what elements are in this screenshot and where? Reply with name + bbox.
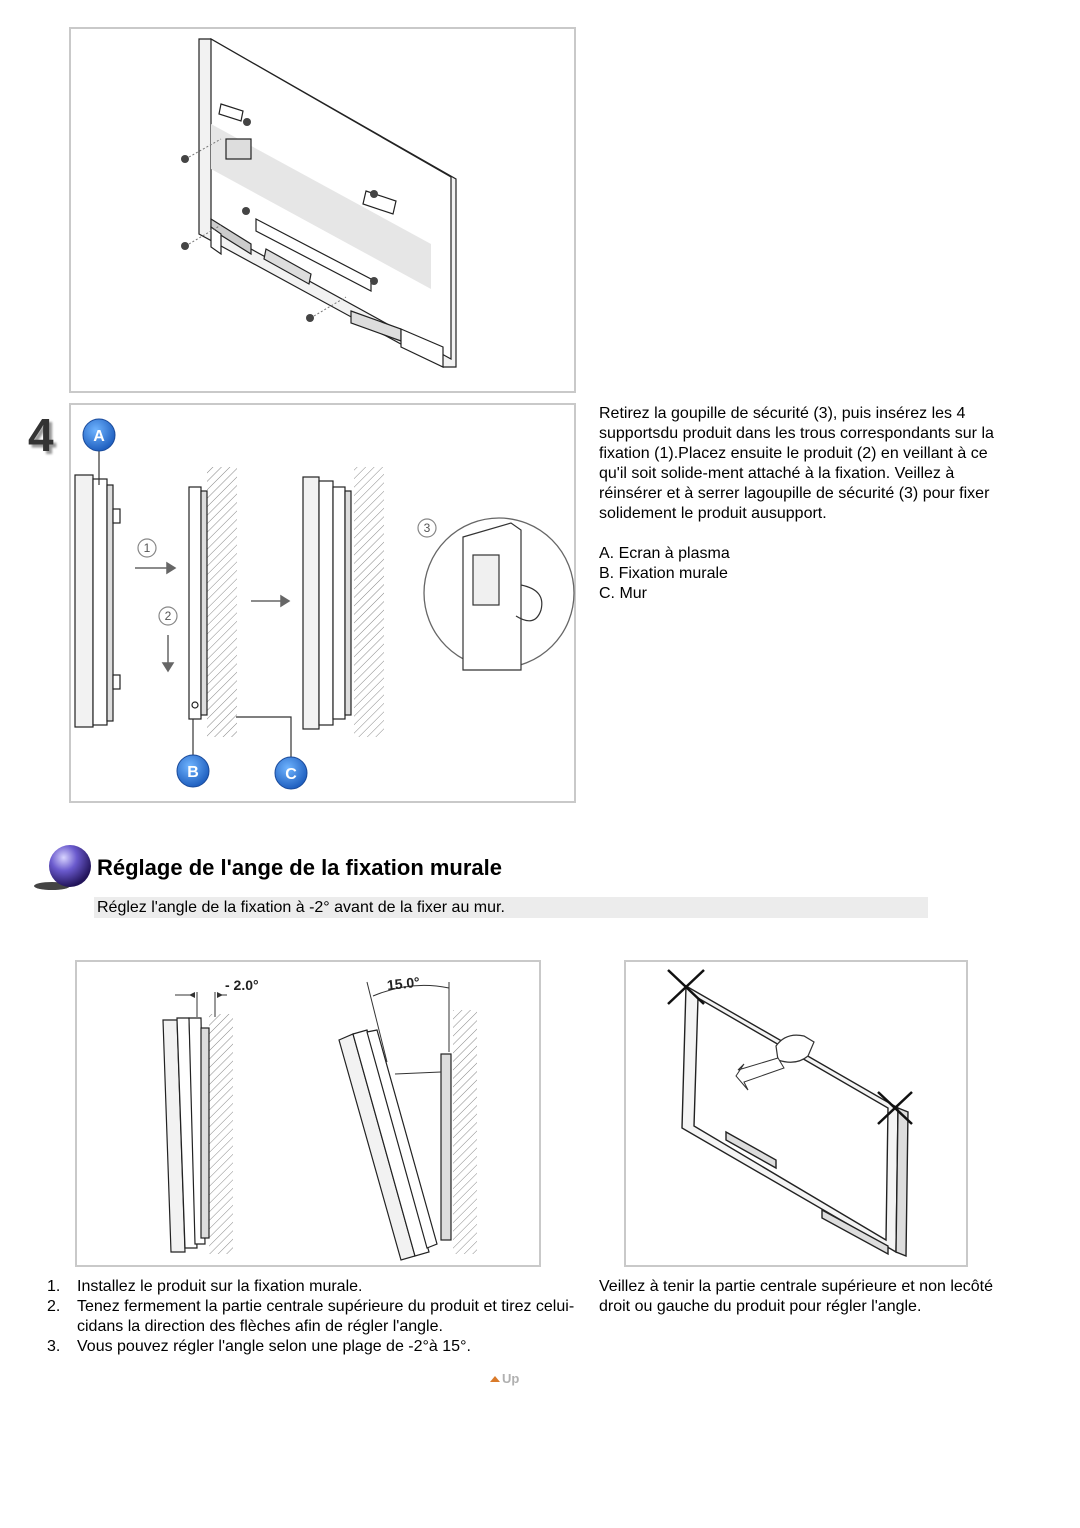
angle-illustration: - 2.0° 15.0° — [162, 974, 477, 1261]
callout-2: 2 — [165, 609, 172, 623]
callout-1: 1 — [144, 541, 151, 555]
section-sphere-icon — [32, 844, 94, 892]
legend-b: B. Fixation murale — [599, 565, 728, 582]
figure-mounting-steps: 1 2 3 A B C — [69, 403, 576, 803]
step-description: Retirez la goupille de sécurité (3), pui… — [599, 405, 994, 522]
figure-hold-top-center — [624, 960, 968, 1267]
list-item-number: 1. — [47, 1278, 61, 1295]
section-title: Réglage de l'ange de la fixation murale — [97, 855, 503, 880]
up-arrow-icon — [490, 1376, 500, 1382]
list-item-text: Tenez fermement la partie centrale supér… — [77, 1298, 575, 1335]
up-link-label: Up — [502, 1371, 520, 1386]
list-item-text: Installez le produit sur la fixation mur… — [77, 1278, 363, 1295]
step-number: 4 — [28, 409, 54, 461]
hold-note: Veillez à tenir la partie centrale supér… — [599, 1278, 994, 1315]
list-item-text: Vous pouvez régler l'angle selon une pla… — [77, 1338, 471, 1355]
callout-3: 3 — [424, 521, 431, 535]
step-instructions: Retirez la goupille de sécurité (3), pui… — [599, 404, 999, 604]
figure-angle-range: - 2.0° 15.0° — [75, 960, 541, 1267]
figure-tv-back — [69, 27, 576, 393]
badge-b: B — [187, 764, 199, 781]
list-item: 2. Tenez fermement la partie centrale sup… — [47, 1297, 592, 1337]
angle-max-label: 15.0° — [386, 974, 420, 993]
up-link[interactable]: Up — [490, 1371, 519, 1386]
angle-min-label: - 2.0° — [225, 977, 259, 993]
mounting-illustration: 1 2 3 A B C — [74, 418, 575, 790]
legend-c: C. Mur — [599, 585, 647, 602]
hold-illustration — [667, 969, 913, 1258]
badge-c: C — [285, 766, 297, 783]
list-item-number: 2. — [47, 1298, 61, 1315]
tv-back-illustration — [181, 37, 457, 368]
adjust-steps-list: 1. Installez le produit sur la fixation m… — [47, 1277, 592, 1357]
section-subtitle: Réglez l'angle de la fixation à -2° avan… — [94, 897, 928, 918]
list-item: 1. Installez le produit sur la fixation m… — [47, 1277, 592, 1297]
list-item-number: 3. — [47, 1338, 61, 1355]
list-item: 3. Vous pouvez régler l'angle selon une p… — [47, 1337, 592, 1357]
badge-a: A — [93, 428, 105, 445]
legend-a: A. Ecran à plasma — [599, 545, 730, 562]
